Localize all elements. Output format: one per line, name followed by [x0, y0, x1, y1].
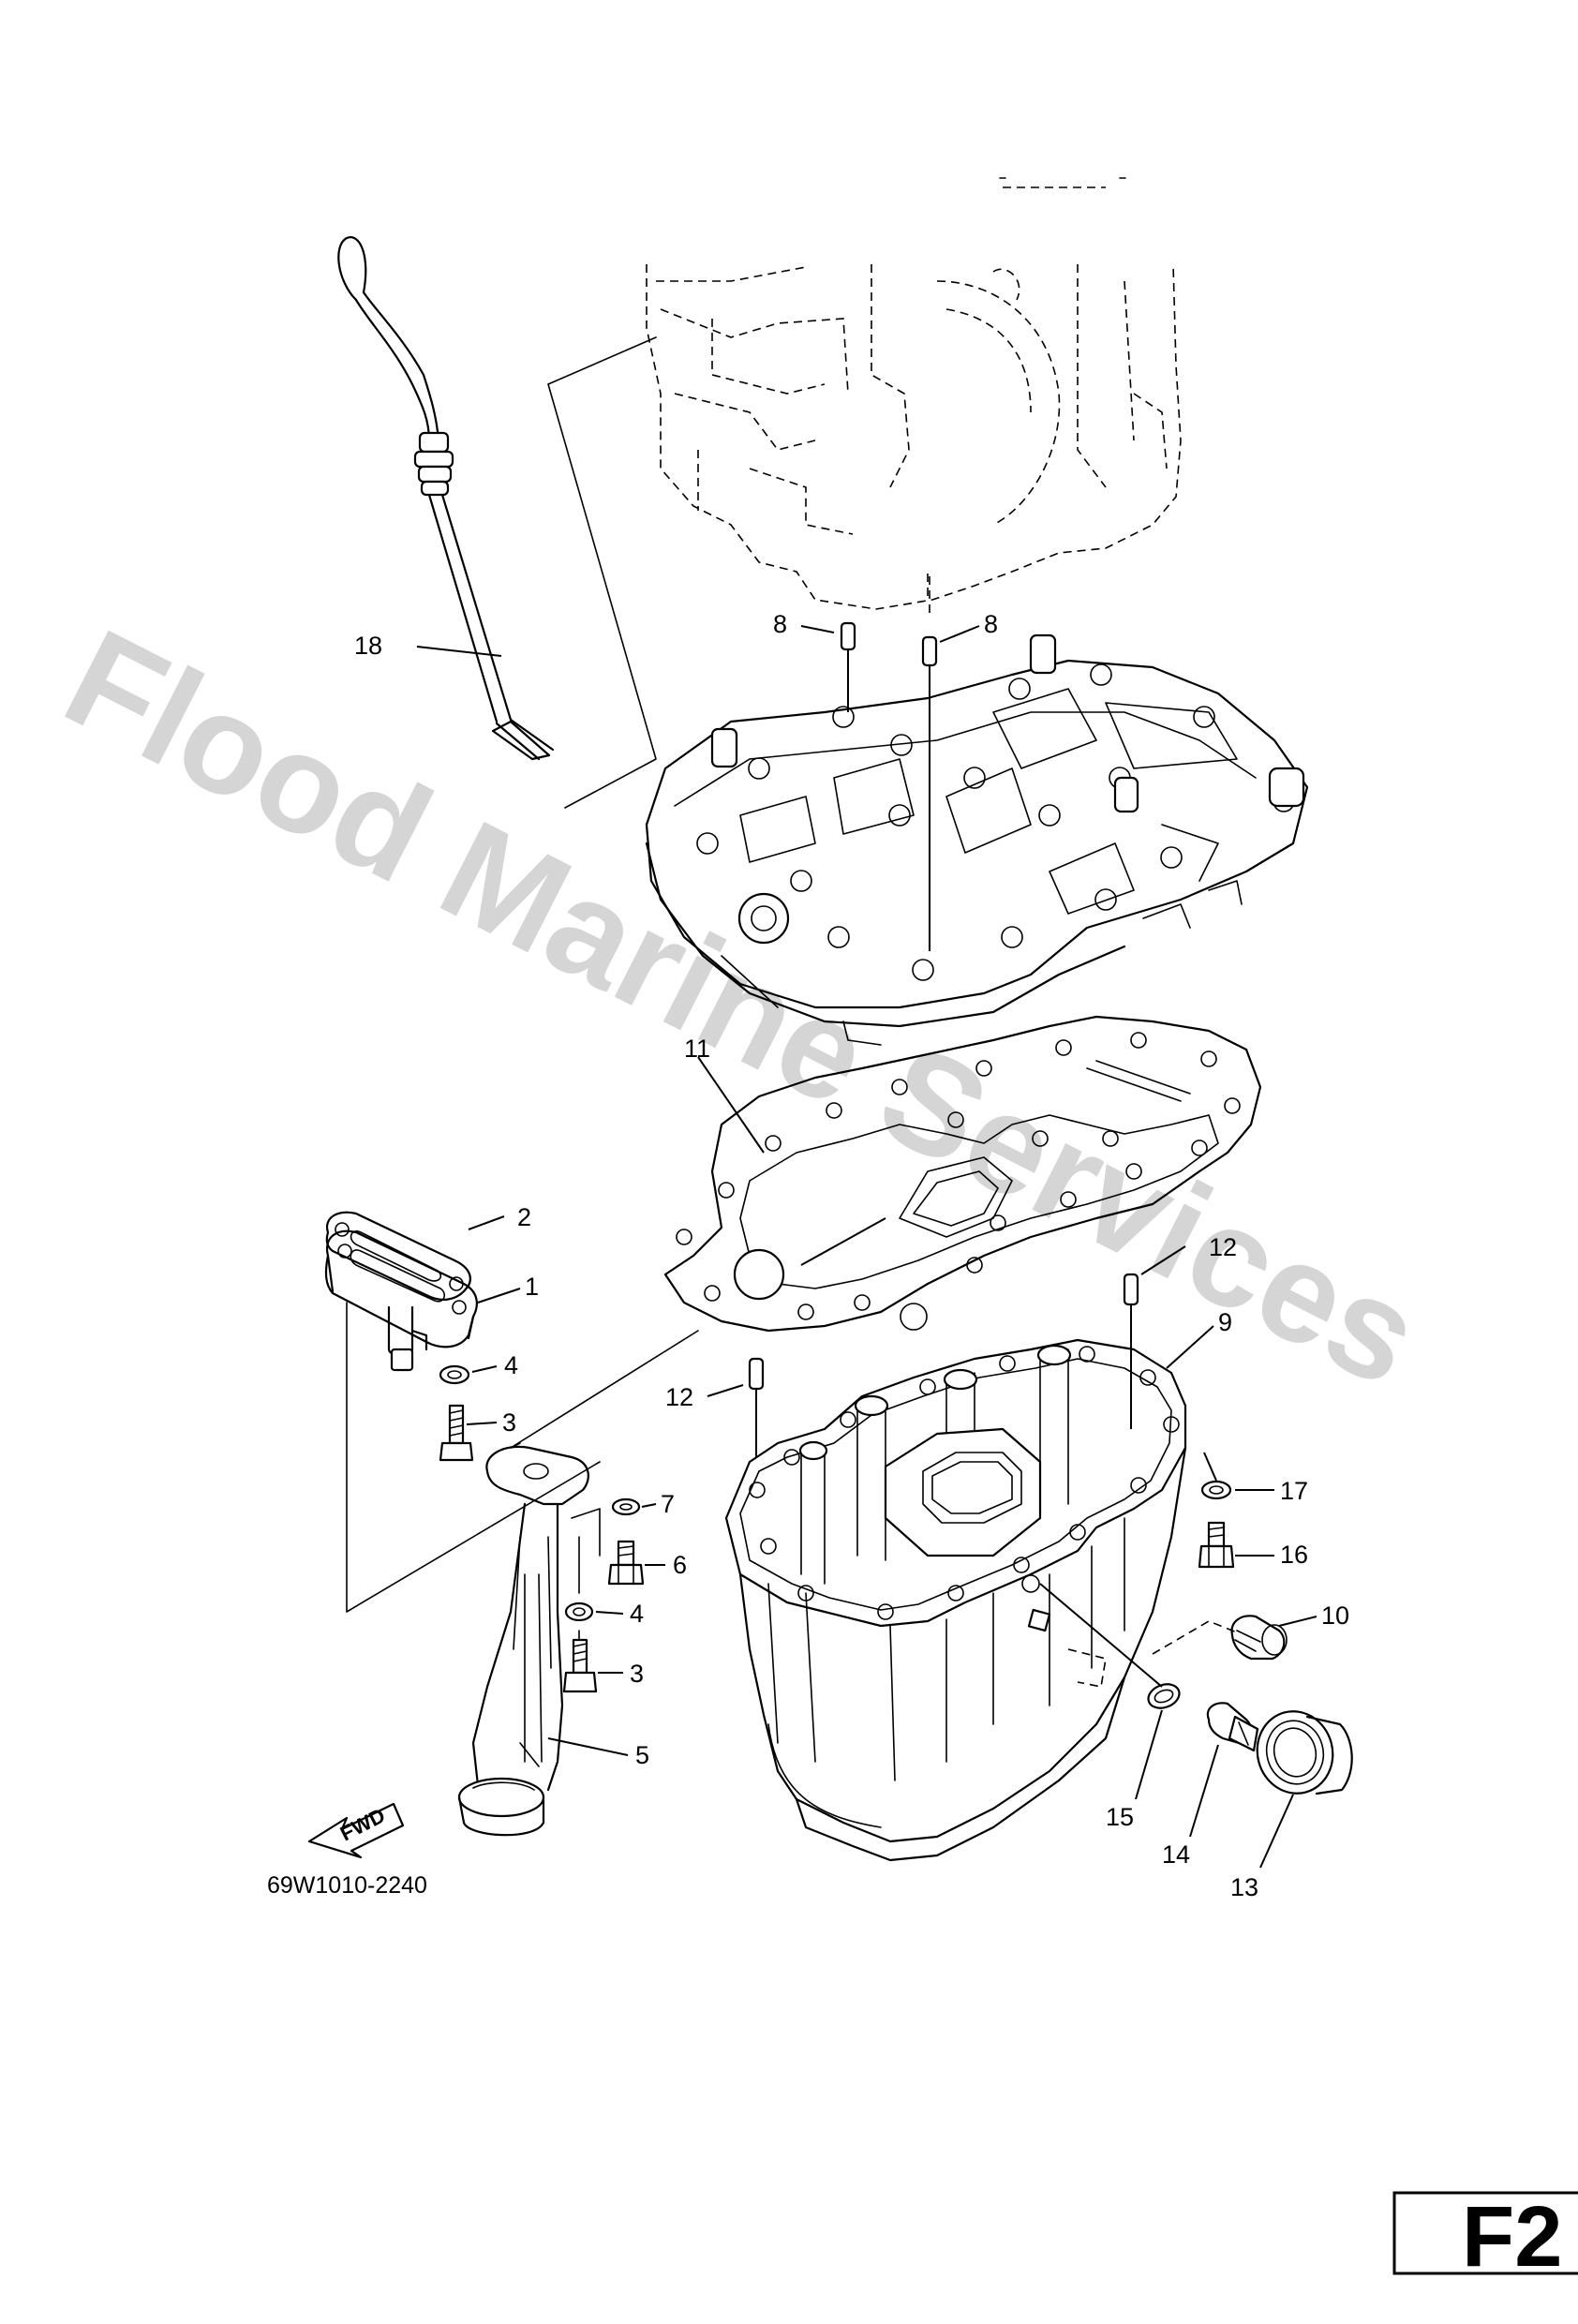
dowel-pin-12-left	[748, 1357, 765, 1457]
callout-labels: 18 8 8 11 12 12 9 2 1 4 3 7 6 4 3 5 17 1…	[354, 610, 1349, 1901]
callout-12-right: 12	[1209, 1233, 1237, 1261]
o-ring-4-upper	[439, 1364, 470, 1385]
callout-8-right: 8	[984, 610, 998, 638]
page-code: F2	[1462, 2189, 1562, 2285]
gasket-11-inner-line	[800, 1217, 886, 1266]
callout-2: 2	[517, 1203, 531, 1231]
callout-leaders	[416, 625, 1317, 1869]
bolt-6	[607, 1540, 645, 1586]
callout-6: 6	[673, 1551, 687, 1579]
oil-pan-9	[724, 1338, 1187, 1862]
left-assembly-guide-lines	[346, 1302, 699, 1641]
bolt-3-lower	[562, 1638, 598, 1693]
oil-dipstick	[337, 236, 555, 761]
callout-11: 11	[684, 1035, 710, 1063]
callout-8-left: 8	[773, 610, 787, 638]
dipstick-bracket-line	[510, 1442, 521, 1449]
bolt-3-upper	[439, 1404, 474, 1462]
o-ring-7	[611, 1497, 641, 1516]
o-ring-4-lower	[564, 1601, 594, 1622]
callout-5: 5	[635, 1741, 649, 1769]
engine-base-plate	[645, 633, 1309, 1046]
callout-4-lower: 4	[630, 1600, 644, 1628]
callout-9: 9	[1218, 1308, 1232, 1336]
plug-10-guide-line	[1152, 1620, 1238, 1655]
callout-7: 7	[661, 1490, 675, 1518]
engine-block-outline	[646, 186, 1182, 610]
callout-15: 15	[1106, 1803, 1134, 1831]
page-code-box: F2	[1392, 2189, 1578, 2285]
callout-4-upper: 4	[504, 1351, 518, 1379]
callout-13: 13	[1230, 1873, 1258, 1901]
callout-1: 1	[525, 1273, 539, 1301]
dipstick-guide-line	[547, 336, 657, 809]
grommet-13	[1256, 1710, 1353, 1795]
oil-strainer-housing-1	[324, 1229, 478, 1372]
oil-strainer-pipe-5	[457, 1445, 589, 1837]
diagram-part-number: 69W1010-2240	[267, 1872, 427, 1899]
callout-3-upper: 3	[502, 1408, 516, 1437]
drain-bolt-14	[1206, 1702, 1259, 1752]
callout-18: 18	[354, 632, 382, 660]
callout-10: 10	[1321, 1601, 1349, 1630]
dowel-pin-8-left	[840, 621, 856, 712]
dowel-pin-8-right	[921, 576, 938, 951]
o-ring-15-guide-line	[1039, 1583, 1163, 1688]
fwd-direction-arrow: FWD	[307, 1802, 405, 1859]
bolt-16	[1198, 1521, 1235, 1569]
gasket-11	[663, 1015, 1262, 1333]
callout-17: 17	[1280, 1477, 1308, 1505]
o-ring-15	[1147, 1683, 1181, 1709]
callout-16: 16	[1280, 1541, 1308, 1569]
callout-14: 14	[1162, 1840, 1190, 1869]
callout-12-left: 12	[665, 1383, 693, 1411]
o-ring-17	[1200, 1452, 1232, 1500]
callout-3-lower: 3	[630, 1660, 644, 1688]
plug-10	[1230, 1615, 1288, 1661]
dowel-pin-12-right	[1123, 1273, 1139, 1429]
